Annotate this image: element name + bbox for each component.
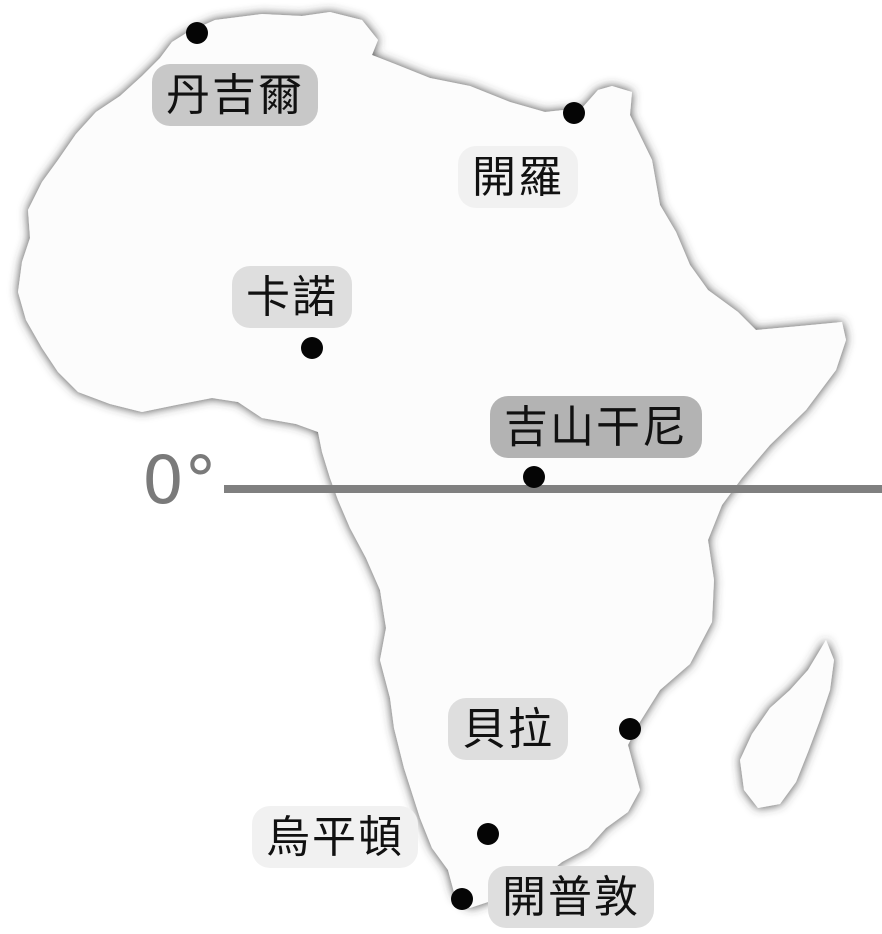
city-label-capetown[interactable]: 開普敦: [488, 866, 654, 928]
city-marker-kilimanjaro[interactable]: [523, 466, 545, 488]
city-label-kano[interactable]: 卡諾: [232, 266, 352, 328]
city-marker-upington[interactable]: [477, 823, 499, 845]
city-marker-capetown[interactable]: [451, 888, 473, 910]
equator-label: 0°: [142, 442, 217, 519]
city-label-kilimanjaro[interactable]: 吉山干尼: [490, 396, 702, 458]
city-marker-algiers[interactable]: [186, 22, 208, 44]
africa-continent: [18, 12, 846, 908]
city-marker-cairo[interactable]: [563, 102, 585, 124]
city-marker-beira[interactable]: [619, 718, 641, 740]
madagascar-island: [740, 640, 834, 808]
city-label-cairo[interactable]: 開羅: [458, 146, 578, 208]
city-label-upington[interactable]: 烏平頓: [252, 806, 418, 868]
city-label-beira[interactable]: 貝拉: [448, 698, 568, 760]
city-label-algiers[interactable]: 丹吉爾: [152, 64, 318, 126]
city-marker-kano[interactable]: [301, 337, 323, 359]
